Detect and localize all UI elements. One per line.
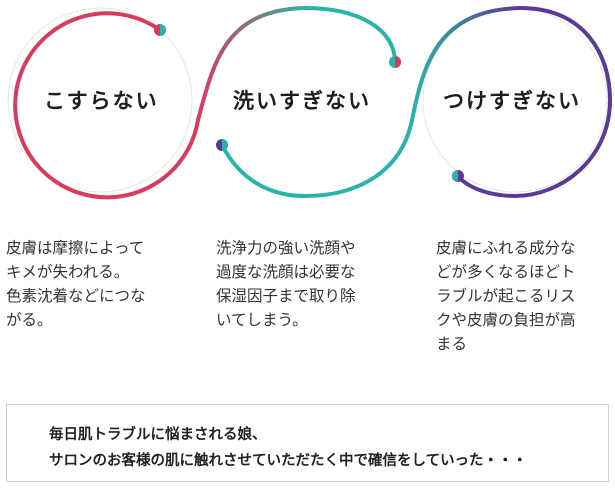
note-box: 毎日肌トラブルに悩まされる娘、 サロンのお客様の肌に触れさせていただたく中で確信… bbox=[6, 404, 609, 482]
column-no-rubbing: 皮膚は摩擦によって キメが失われる。 色素沈着などにつな がる。 bbox=[6, 236, 146, 332]
heading-no-overwashing: 洗いすぎない bbox=[233, 89, 371, 113]
heading-no-rubbing: こすらない bbox=[44, 89, 159, 113]
text-line: クや皮膚の負担が高 bbox=[436, 311, 576, 329]
infinity-curve-graphic bbox=[7, 6, 613, 200]
endpoint-dot-1 bbox=[154, 24, 166, 36]
curve-segment-teal-purple bbox=[410, 6, 522, 122]
text-line: 保湿因子まで取り除 bbox=[216, 287, 356, 305]
curve-segment-purple bbox=[456, 6, 613, 199]
curve-segment-teal-lower bbox=[220, 118, 414, 199]
text-line: いてしまう。 bbox=[216, 311, 308, 329]
note-line: 毎日肌トラブルに悩まされる娘、 bbox=[49, 427, 267, 443]
endpoint-dot-3 bbox=[389, 56, 401, 68]
column-no-overapplying: 皮膚にふれる成分な どが多くなるほどト ラブルが起こるリス クや皮膚の負担が高 … bbox=[436, 236, 576, 356]
endpoint-dot-2 bbox=[216, 139, 228, 151]
endpoint-dot-4 bbox=[452, 170, 464, 182]
text-line: がる。 bbox=[6, 311, 53, 329]
text-line: まる bbox=[436, 335, 468, 353]
curve-segment-red-teal bbox=[196, 6, 307, 122]
text-line: 皮膚にふれる成分な bbox=[436, 239, 576, 257]
text-line: ラブルが起こるリス bbox=[436, 287, 576, 305]
text-line: 色素沈着などにつな bbox=[6, 287, 146, 305]
text-line: キメが失われる。 bbox=[6, 263, 130, 281]
text-line: 皮膚は摩擦によって bbox=[6, 239, 145, 257]
note-line: サロンのお客様の肌に触れさせていただたく中で確信をしていった・・・ bbox=[49, 453, 528, 469]
column-no-overwashing: 洗浄力の強い洗顔や 過度な洗顔は必要な 保湿因子まで取り除 いてしまう。 bbox=[216, 236, 356, 332]
text-line: 洗浄力の強い洗顔や bbox=[216, 239, 356, 257]
curve-segment-red bbox=[13, 11, 200, 200]
text-line: 過度な洗顔は必要な bbox=[216, 263, 356, 281]
text-line: どが多くなるほどト bbox=[436, 263, 576, 281]
heading-no-overapplying: つけすぎない bbox=[443, 89, 581, 113]
curve-segment-teal bbox=[303, 6, 397, 64]
